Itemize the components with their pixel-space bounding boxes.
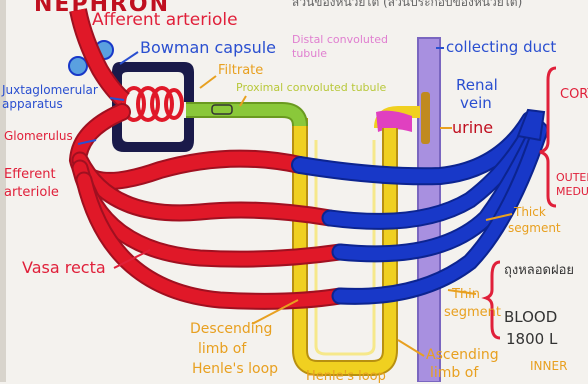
label-thai-note: ถุงหลอดฝอย — [504, 264, 574, 277]
label-thick-1: Thick — [514, 206, 546, 218]
label-urine: urine — [452, 120, 493, 136]
label-blood-2: 1800 L — [506, 332, 557, 347]
label-juxtaglomerular-2: apparatus — [2, 98, 63, 110]
label-renal-vein-2: vein — [460, 96, 492, 111]
urine-shape — [421, 92, 430, 144]
label-collecting-duct: collecting duct — [446, 40, 556, 55]
loop-of-henle-shape — [300, 118, 390, 368]
label-distal-1: Distal convoluted — [292, 34, 388, 45]
label-glomerulus: Glomerulus — [4, 130, 73, 142]
label-thin-2: segment — [444, 306, 501, 319]
label-loop-of-henle: Henle's loop — [306, 370, 386, 383]
label-descending-3: Henle's loop — [192, 362, 278, 376]
label-descending-1: Descending — [190, 322, 272, 336]
label-afferent-arteriole: Afferent arteriole — [92, 12, 238, 29]
label-juxtaglomerular-1: Juxtaglomerular — [2, 84, 98, 96]
label-inner: INNER — [530, 360, 567, 372]
label-vasa-recta: Vasa recta — [22, 260, 106, 276]
label-renal-vein-1: Renal — [456, 78, 498, 93]
header-scribble: ส่วนของหน่วยไต (ส่วนประกอบของหน่วยไต) — [292, 0, 522, 8]
label-efferent-2: arteriole — [4, 186, 59, 199]
label-blood-1: BLOOD — [504, 310, 557, 325]
label-thick-2: segment — [508, 222, 561, 234]
label-descending-2: limb of — [198, 342, 246, 356]
label-filtrate: Filtrate — [218, 64, 263, 77]
label-thin-1: Thin — [452, 288, 480, 301]
label-ascending-2: limb of — [430, 366, 478, 380]
label-outer-1: OUTER — [556, 172, 588, 183]
juxtaglomerular-dot-1 — [69, 57, 87, 75]
label-distal-2: tubule — [292, 48, 327, 59]
label-outer-2: MEDULLA — [556, 186, 588, 197]
glomerulus-shape — [124, 88, 182, 120]
label-efferent-1: Efferent — [4, 168, 56, 181]
label-cortex: CORTEX — [560, 88, 588, 101]
label-proximal-tubule: Proximal convoluted tubule — [236, 82, 386, 93]
label-bowman-capsule: Bowman capsule — [140, 40, 276, 56]
label-ascending-1: Ascending — [426, 348, 499, 362]
brace-thin — [486, 262, 500, 338]
loop-outline — [300, 118, 390, 368]
